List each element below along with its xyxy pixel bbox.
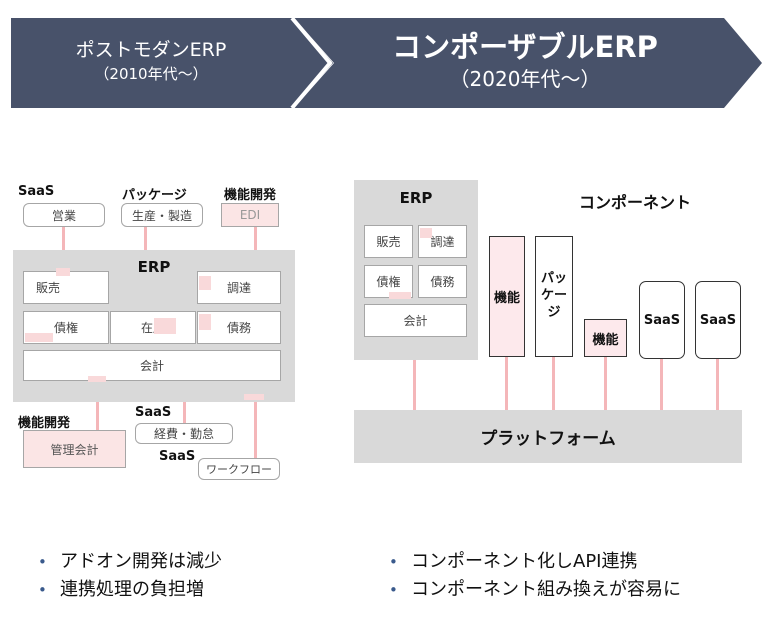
- saas-label-3: SaaS: [159, 449, 196, 464]
- module-edi: EDI: [221, 203, 279, 227]
- module-sales-saas: 営業: [23, 203, 105, 227]
- module-mgmt-accounting: 管理会計: [23, 430, 126, 468]
- connector-patch: [25, 333, 53, 342]
- header-right-chevron: [294, 18, 762, 108]
- func-dev-label: 機能開発: [224, 188, 277, 203]
- module-workflow: ワークフロー: [198, 458, 280, 480]
- connector-line: [413, 360, 416, 410]
- connector-line: [660, 358, 663, 410]
- connector-patch: [244, 394, 264, 400]
- connector-patch: [199, 314, 211, 330]
- module-procurement: 調達: [197, 271, 281, 304]
- module-payables: 債務: [197, 311, 281, 344]
- connector-line: [254, 400, 257, 458]
- bullet-right-2: •コンポーネント組み換えが容易に: [389, 579, 681, 600]
- module-inventory: 在庫: [110, 311, 196, 344]
- saas-label-2: SaaS: [135, 405, 172, 420]
- bullet-right-1: •コンポーネント化しAPI連携: [389, 551, 638, 572]
- right-erp-title: ERP: [399, 189, 433, 207]
- connector-patch: [88, 376, 106, 382]
- component-saas-1: SaaS: [639, 281, 685, 359]
- connector-line: [552, 357, 555, 410]
- connector-line: [144, 226, 147, 256]
- platform-bar: プラットフォーム: [354, 410, 742, 463]
- component-package: パッケージ: [535, 236, 573, 357]
- module-production: 生産・製造: [121, 203, 203, 227]
- module-sales: 販売: [23, 271, 109, 304]
- connector-patch: [154, 318, 176, 334]
- connector-patch: [199, 276, 211, 290]
- r-module-accounting: 会計: [364, 304, 467, 337]
- connector-patch: [389, 292, 411, 299]
- header-left-subtitle: （2010年代〜）: [94, 65, 208, 83]
- r-module-payables: 債務: [418, 265, 467, 298]
- connector-line: [96, 400, 99, 430]
- saas-label: SaaS: [18, 184, 55, 199]
- chevron-divider-icon: [290, 18, 332, 108]
- connector-patch: [56, 268, 70, 276]
- header-left-title: ポストモダンERP: [75, 39, 227, 61]
- connector-patch: [420, 228, 432, 238]
- bullet-icon: •: [389, 581, 398, 599]
- module-expenses: 経費・勤怠: [135, 423, 233, 444]
- connector-line: [254, 226, 257, 256]
- bullet-icon: •: [38, 553, 47, 571]
- header-left-chevron: [11, 18, 333, 108]
- left-erp-title: ERP: [137, 258, 171, 276]
- header-right-subtitle: （2020年代〜）: [449, 67, 601, 91]
- connector-line: [183, 400, 186, 424]
- component-label: コンポーネント: [578, 193, 691, 212]
- func-dev-bottom-label: 機能開発: [18, 416, 71, 431]
- bullet-icon: •: [389, 553, 398, 571]
- connector-line: [505, 357, 508, 410]
- bullet-left-2: •連携処理の負担増: [38, 579, 204, 600]
- package-label: パッケージ: [122, 188, 187, 203]
- r-module-sales: 販売: [364, 225, 413, 258]
- module-accounting: 会計: [23, 350, 281, 381]
- bullet-icon: •: [38, 581, 47, 599]
- component-function-1: 機能: [489, 236, 525, 357]
- component-function-2: 機能: [584, 319, 627, 357]
- component-saas-2: SaaS: [695, 281, 741, 359]
- connector-line: [716, 358, 719, 410]
- header-right-title: コンポーザブルERP: [392, 30, 658, 64]
- bullet-left-1: •アドオン開発は減少: [38, 551, 222, 572]
- connector-line: [62, 226, 65, 256]
- connector-line: [604, 357, 607, 410]
